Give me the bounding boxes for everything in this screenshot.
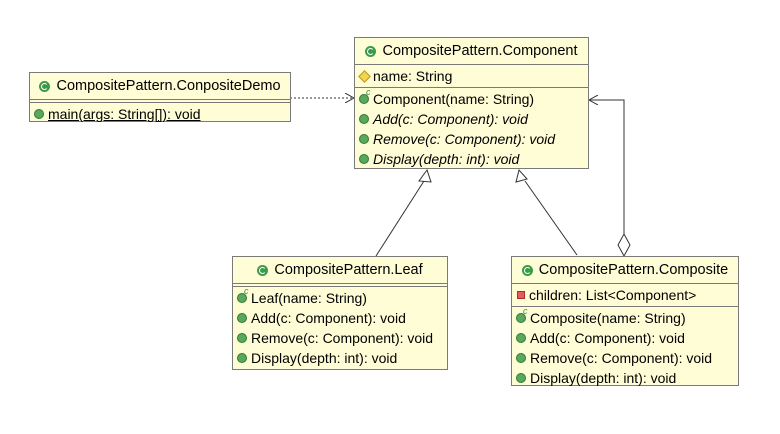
class-icon (521, 264, 533, 276)
class-composite-header: CompositePattern.Composite (512, 257, 738, 283)
constructor-icon (359, 87, 371, 104)
class-component-methods: Component(name: String) Add(c: Component… (355, 87, 588, 170)
constructor-icon (237, 286, 249, 303)
aggregation-diamond (617, 232, 631, 258)
class-icon (365, 45, 377, 57)
method-label: Component(name: String) (373, 91, 535, 107)
class-component-name: CompositePattern.Component (382, 43, 578, 59)
field-label: name: String (373, 68, 453, 84)
method-label: main(args: String[]): void (48, 106, 201, 122)
class-demo[interactable]: CompositePattern.ConpositeDemo main(args… (29, 72, 291, 122)
protected-field-icon (358, 69, 371, 83)
method-label: Leaf(name: String) (251, 290, 367, 306)
class-demo-header: CompositePattern.ConpositeDemo (30, 73, 290, 99)
method-label: Remove(c: Component): void (251, 330, 434, 346)
class-leaf-header: CompositePattern.Leaf (233, 257, 447, 283)
field-label: children: List<Component> (529, 287, 697, 303)
class-component-header: CompositePattern.Component (355, 38, 588, 64)
class-icon (257, 264, 269, 276)
method-row[interactable]: Display(depth: int): void (233, 348, 447, 368)
class-demo-methods: main(args: String[]): void (30, 103, 290, 125)
public-method-icon (359, 154, 369, 164)
class-composite-divider (512, 283, 738, 284)
public-method-icon (516, 353, 526, 363)
method-row[interactable]: Component(name: String) (355, 87, 588, 109)
public-method-icon (516, 333, 526, 343)
public-method-icon (237, 313, 247, 323)
method-label: Display(depth: int): void (373, 151, 520, 167)
class-leaf[interactable]: CompositePattern.Leaf Leaf(name: String)… (232, 256, 448, 370)
method-row[interactable]: Composite(name: String) (512, 306, 738, 328)
generalization-arrowhead-composite (515, 168, 528, 183)
public-method-icon (237, 333, 247, 343)
public-method-icon (359, 114, 369, 124)
class-composite-name: CompositePattern.Composite (538, 262, 729, 278)
method-label: Composite(name: String) (530, 310, 686, 326)
class-composite[interactable]: CompositePattern.Composite children: Lis… (511, 256, 739, 386)
method-row[interactable]: Add(c: Component): void (233, 308, 447, 328)
class-composite-methods: Composite(name: String) Add(c: Component… (512, 306, 738, 389)
method-row[interactable]: Add(c: Component): void (512, 328, 738, 348)
method-row[interactable]: Display(depth: int): void (355, 149, 588, 169)
class-composite-divider (512, 306, 738, 307)
method-row[interactable]: Add(c: Component): void (355, 109, 588, 129)
class-icon (39, 80, 51, 92)
method-row[interactable]: Remove(c: Component): void (512, 348, 738, 368)
generalization-composite-to-component (524, 180, 578, 256)
field-row[interactable]: children: List<Component> (512, 285, 738, 305)
method-label: Display(depth: int): void (251, 350, 398, 366)
class-component-divider (355, 87, 588, 88)
class-leaf-methods: Leaf(name: String) Add(c: Component): vo… (233, 286, 447, 369)
method-row[interactable]: Remove(c: Component): void (355, 129, 588, 149)
public-method-icon (359, 134, 369, 144)
class-composite-fields: children: List<Component> (512, 284, 738, 306)
class-leaf-name: CompositePattern.Leaf (274, 262, 423, 278)
public-method-icon (516, 373, 526, 383)
public-method-icon (237, 353, 247, 363)
class-component-divider (355, 64, 588, 65)
method-row[interactable]: Remove(c: Component): void (233, 328, 447, 348)
method-label: Display(depth: int): void (530, 370, 677, 386)
public-method-icon (34, 109, 44, 119)
method-label: Add(c: Component): void (530, 330, 685, 346)
class-demo-name: CompositePattern.ConpositeDemo (56, 78, 281, 94)
class-leaf-divider (233, 283, 447, 287)
method-row[interactable]: Leaf(name: String) (233, 286, 447, 308)
private-field-icon (517, 291, 525, 299)
class-component[interactable]: CompositePattern.Component name: String … (354, 37, 589, 169)
method-row[interactable]: main(args: String[]): void (30, 104, 290, 124)
field-row[interactable]: name: String (355, 66, 588, 86)
method-row[interactable]: Display(depth: int): void (512, 368, 738, 388)
method-label: Add(c: Component): void (373, 111, 528, 127)
aggregation-composite-to-component (589, 100, 625, 234)
generalization-leaf-to-component (375, 180, 425, 257)
class-component-fields: name: String (355, 65, 588, 87)
generalization-arrowhead-leaf (418, 168, 432, 183)
constructor-icon (516, 306, 528, 323)
method-label: Add(c: Component): void (251, 310, 406, 326)
class-demo-divider (30, 99, 290, 103)
method-label: Remove(c: Component): void (373, 131, 556, 147)
method-label: Remove(c: Component): void (530, 350, 713, 366)
